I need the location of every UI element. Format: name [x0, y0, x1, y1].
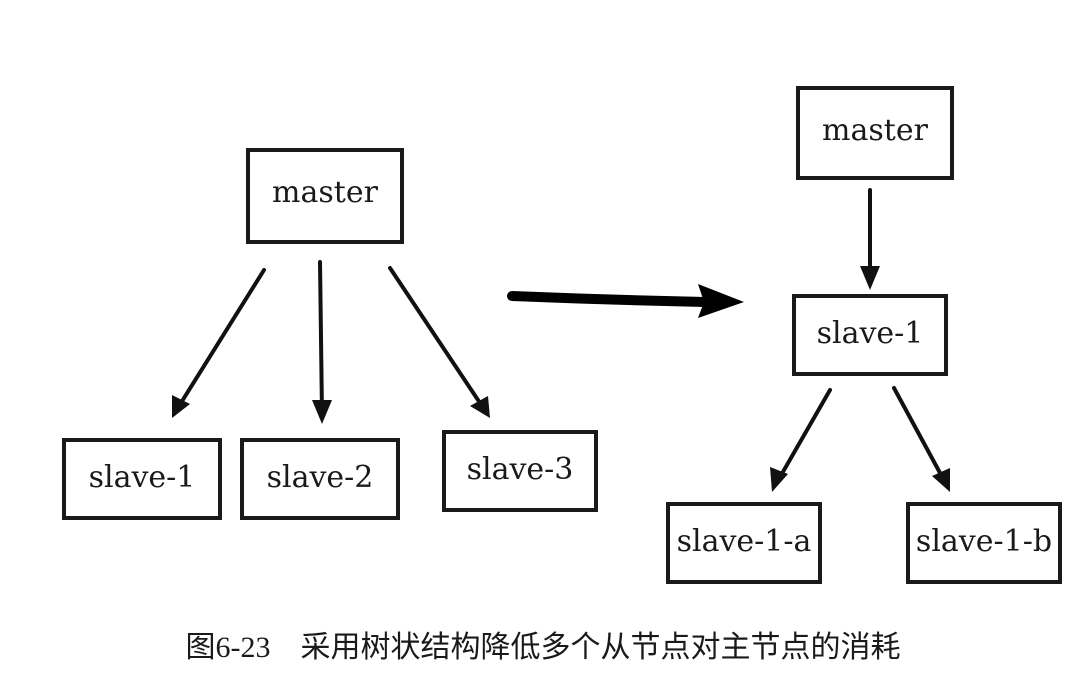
- right-arrowhead-1: [860, 266, 880, 290]
- left-edge-master-slave-2: [318, 260, 324, 416]
- left-tree: master slave-1 slave-2 slave-3: [62, 148, 598, 520]
- right-slave-1-b-node: slave-1-b: [906, 502, 1062, 584]
- left-slave-1-label: slave-1: [89, 460, 196, 495]
- left-slave-2-node: slave-2: [240, 438, 400, 520]
- right-edge-slave-1-a: [774, 388, 832, 486]
- right-slave-1-a-label: slave-1-a: [677, 524, 812, 559]
- right-arrowhead-b: [932, 468, 950, 492]
- right-tree: master slave-1 slave-1-a slave-1-b: [666, 86, 1062, 584]
- right-master-label: master: [822, 113, 929, 148]
- right-slave-1-label: slave-1: [817, 316, 924, 351]
- right-slave-1-a-node: slave-1-a: [666, 502, 822, 584]
- figure-caption: 图6-23 采用树状结构降低多个从节点对主节点的消耗: [185, 631, 901, 664]
- left-master-label: master: [272, 175, 379, 210]
- left-slave-1-node: slave-1: [62, 438, 222, 520]
- left-arrowhead-3: [470, 396, 490, 418]
- left-master-node: master: [246, 148, 404, 244]
- left-slave-3-label: slave-3: [467, 452, 574, 487]
- left-arrowhead-2: [312, 400, 332, 424]
- right-slave-1-node: slave-1: [792, 294, 948, 376]
- left-slave-3-node: slave-3: [442, 430, 598, 512]
- left-arrowhead-1: [172, 395, 190, 418]
- right-arrowhead-a: [770, 467, 788, 492]
- right-edge-slave-1-b: [892, 386, 948, 486]
- left-slave-2-label: slave-2: [267, 460, 374, 495]
- left-edge-master-slave-3: [388, 266, 488, 414]
- left-edge-master-slave-1: [172, 268, 266, 416]
- right-slave-1-b-label: slave-1-b: [916, 524, 1052, 559]
- transform-arrow: [507, 284, 744, 318]
- right-master-node: master: [796, 86, 954, 180]
